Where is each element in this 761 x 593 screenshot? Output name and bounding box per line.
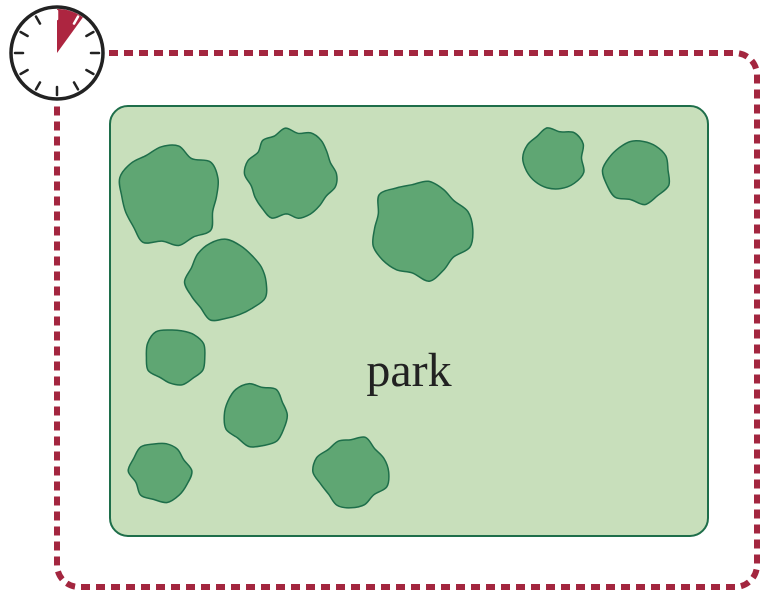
park-label: park (366, 344, 451, 397)
stopwatch-icon (11, 7, 103, 99)
